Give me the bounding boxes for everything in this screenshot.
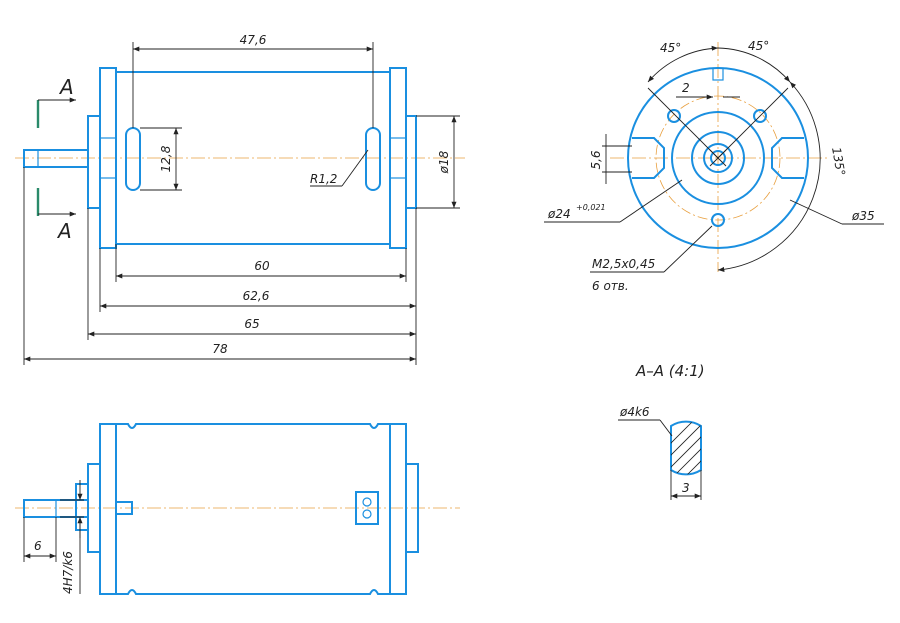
dim-d35: ø35 [851, 209, 875, 223]
dim-78: 78 [212, 342, 228, 356]
dim-60: 60 [254, 259, 270, 273]
dim-r1-2: R1,2 [310, 172, 337, 186]
section-mark-bottom: A [36, 188, 76, 243]
dim-12-8: 12,8 [159, 145, 173, 172]
angle-45-left: 45° [660, 41, 681, 55]
bottom-key [115, 501, 133, 515]
dim-5-6: 5,6 [589, 150, 603, 169]
bottom-left-cap [99, 423, 117, 595]
dim-d24: ø24 [547, 207, 571, 221]
dim-fit-4h7-k6: 4H7/k6 [61, 551, 75, 594]
end-view: 45° 45° 2 5,6 135° ø24 +0,021 ø35 M2,5x0… [544, 39, 884, 293]
bottom-view: 6 4H7/k6 [15, 423, 460, 595]
dim-d24-tolerance: +0,021 [576, 203, 606, 212]
bottom-terminal [355, 491, 379, 525]
dim-d18: ø18 [437, 150, 451, 174]
dim-65: 65 [244, 317, 259, 331]
section-title: A–A (4:1) [635, 362, 705, 380]
front-left-boss [87, 115, 101, 209]
dim-flat-3: 3 [682, 481, 690, 495]
thread-note: M2,5x0,45 [592, 257, 655, 271]
front-view: 47,6 12,8 R1,2 ø18 60 62,6 65 78 [15, 33, 465, 365]
dim-6: 6 [34, 539, 42, 553]
bottom-body [115, 423, 391, 595]
angle-45-right: 45° [748, 39, 769, 53]
front-right-boss [405, 115, 417, 209]
front-shaft [23, 149, 89, 168]
svg-text:A: A [56, 219, 72, 243]
angle-135: 135° [829, 146, 848, 177]
bottom-right-boss [405, 463, 419, 553]
bottom-shaft-collar [75, 483, 89, 531]
bottom-right-cap [389, 423, 407, 595]
svg-text:A: A [58, 75, 74, 99]
end-pad-left [632, 137, 665, 179]
dim-47-6: 47,6 [240, 33, 267, 47]
dim-62-6: 62,6 [243, 289, 270, 303]
dim-shaft-d4: ø4k6 [619, 405, 650, 419]
thread-count: 6 отв. [592, 279, 629, 293]
section-mark-top: A [36, 75, 76, 128]
front-slot-left [125, 127, 141, 191]
section-view: A–A (4:1) ø4k6 3 [618, 362, 705, 500]
dim-2: 2 [682, 81, 690, 95]
end-hole-upper-left [667, 109, 681, 123]
front-slot-right [365, 127, 381, 191]
